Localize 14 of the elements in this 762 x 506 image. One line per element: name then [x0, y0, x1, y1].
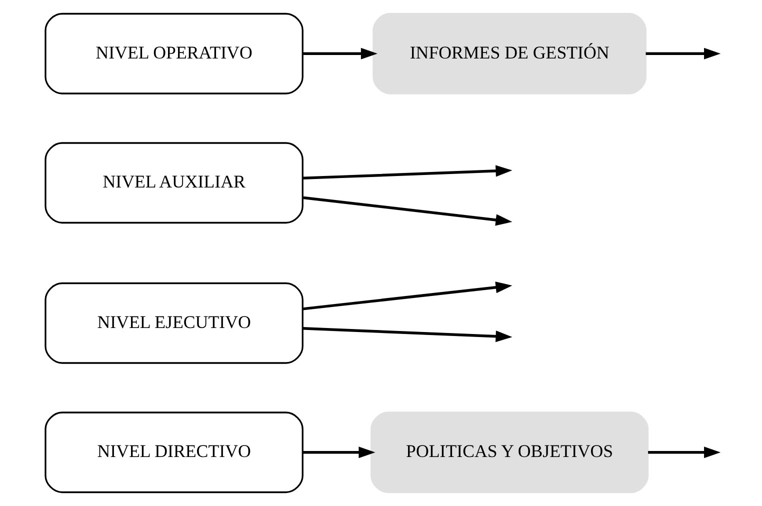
- arrow: [648, 446, 720, 458]
- node-box: NIVEL AUXILIAR: [44, 142, 303, 224]
- arrow: [302, 165, 512, 180]
- node-box: INFORMES DE GESTIÓN: [372, 12, 646, 94]
- node-box: NIVEL DIRECTIVO: [44, 412, 303, 494]
- node-box: POLITICAS Y OBJETIVOS: [370, 412, 648, 494]
- arrow: [645, 48, 720, 60]
- node-box: NIVEL OPERATIVO: [44, 12, 303, 94]
- arrow: [302, 327, 512, 342]
- node-box: NIVEL EJECUTIVO: [44, 282, 303, 364]
- arrow: [302, 446, 375, 458]
- arrow: [302, 196, 512, 226]
- arrow: [302, 48, 377, 60]
- arrow: [302, 282, 512, 310]
